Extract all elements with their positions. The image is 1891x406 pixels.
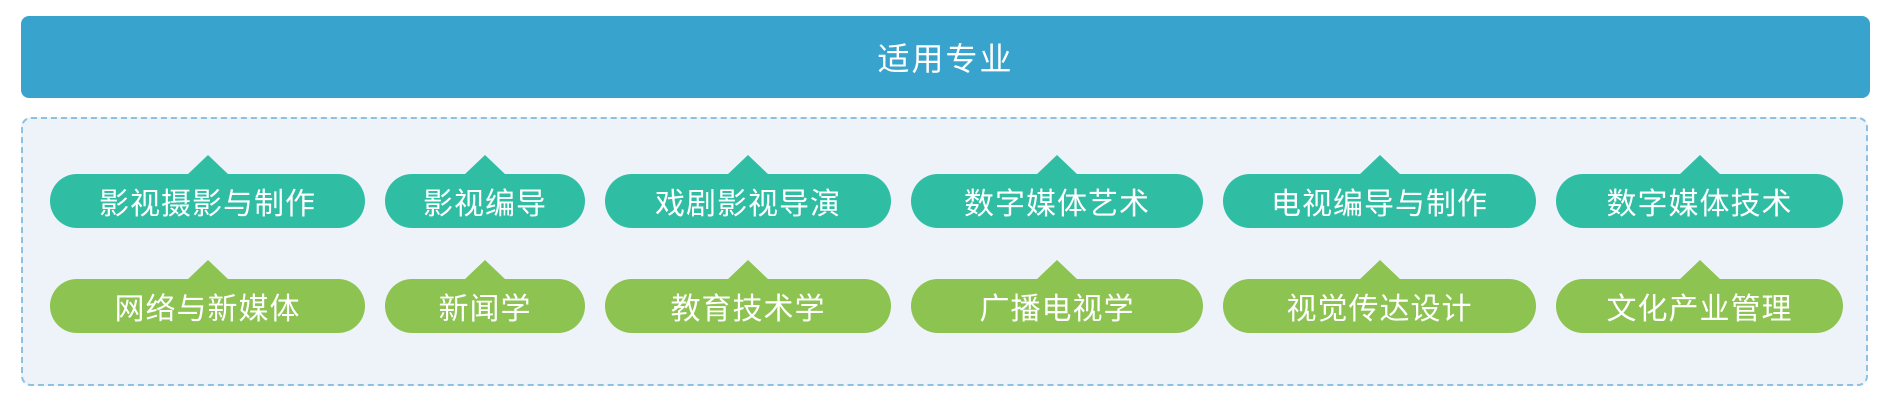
major-pill: 影视摄影与制作 (50, 155, 365, 228)
major-pill-label: 数字媒体技术 (1556, 174, 1843, 228)
major-pill: 数字媒体技术 (1556, 155, 1843, 228)
major-pill: 教育技术学 (605, 260, 891, 333)
major-pill-label: 新闻学 (385, 279, 585, 333)
pill-pointer-triangle-icon (1678, 260, 1721, 280)
major-pill-label: 数字媒体艺术 (911, 174, 1203, 228)
major-pill-label: 广播电视学 (911, 279, 1203, 333)
major-pill: 文化产业管理 (1556, 260, 1843, 333)
major-pill: 视觉传达设计 (1223, 260, 1536, 333)
majors-panel: 影视摄影与制作影视编导戏剧影视导演数字媒体艺术电视编导与制作数字媒体技术网络与新… (21, 117, 1868, 386)
major-pill-label: 教育技术学 (605, 279, 891, 333)
header-bar: 适用专业 (21, 16, 1870, 98)
major-pill-label: 影视摄影与制作 (50, 174, 365, 228)
major-pill-label: 视觉传达设计 (1223, 279, 1536, 333)
pill-pointer-triangle-icon (186, 260, 229, 280)
major-pill-label: 电视编导与制作 (1223, 174, 1536, 228)
pill-pointer-triangle-icon (464, 260, 506, 280)
major-pill: 新闻学 (385, 260, 585, 333)
pill-pointer-triangle-icon (1678, 155, 1721, 175)
pill-pointer-triangle-icon (1358, 260, 1401, 280)
majors-grid: 影视摄影与制作影视编导戏剧影视导演数字媒体艺术电视编导与制作数字媒体技术网络与新… (50, 155, 1843, 333)
pill-pointer-triangle-icon (1036, 155, 1078, 175)
page-title: 适用专业 (877, 41, 1014, 77)
major-pill: 电视编导与制作 (1223, 155, 1536, 228)
major-pill-label: 文化产业管理 (1556, 279, 1843, 333)
major-pill: 广播电视学 (911, 260, 1203, 333)
major-pill-label: 网络与新媒体 (50, 279, 365, 333)
major-pill: 数字媒体艺术 (911, 155, 1203, 228)
pill-pointer-triangle-icon (186, 155, 229, 175)
pill-pointer-triangle-icon (1358, 155, 1401, 175)
pill-pointer-triangle-icon (464, 155, 506, 175)
major-pill-label: 戏剧影视导演 (605, 174, 891, 228)
major-pill-label: 影视编导 (385, 174, 585, 228)
pill-pointer-triangle-icon (727, 260, 769, 280)
pill-pointer-triangle-icon (727, 155, 769, 175)
major-row-1: 影视摄影与制作影视编导戏剧影视导演数字媒体艺术电视编导与制作数字媒体技术 (50, 155, 1843, 228)
major-row-2: 网络与新媒体新闻学教育技术学广播电视学视觉传达设计文化产业管理 (50, 260, 1843, 333)
major-pill: 戏剧影视导演 (605, 155, 891, 228)
major-pill: 影视编导 (385, 155, 585, 228)
major-pill: 网络与新媒体 (50, 260, 365, 333)
pill-pointer-triangle-icon (1036, 260, 1078, 280)
